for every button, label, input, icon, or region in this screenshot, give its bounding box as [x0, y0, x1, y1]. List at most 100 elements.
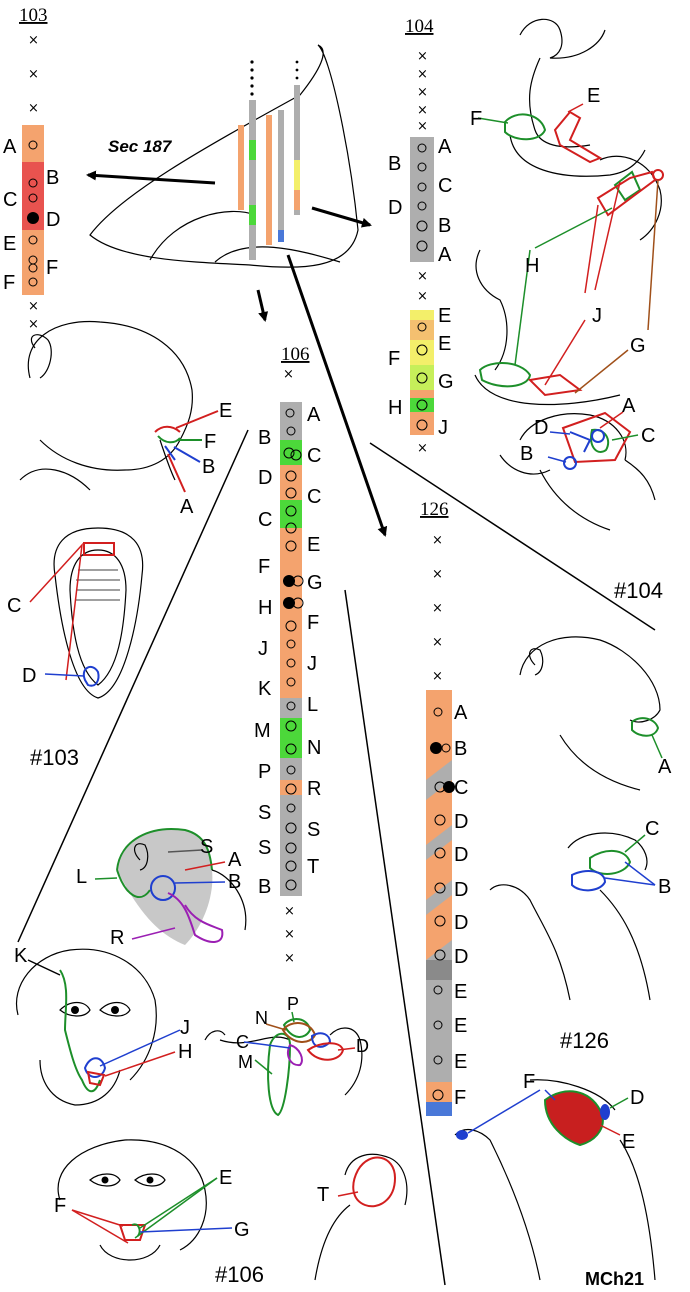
case-126: #126: [560, 1028, 609, 1053]
pen104-right-4: E: [438, 305, 451, 327]
mini-track-1: [238, 125, 244, 210]
f104-top-1: F: [470, 108, 482, 130]
f106-side-3: L: [76, 866, 87, 888]
svg-text:×: ×: [417, 441, 428, 456]
svg-text:×: ×: [432, 601, 443, 616]
f104-mid-2: G: [630, 335, 646, 357]
f103-face-0: E: [219, 400, 232, 422]
svg-text:×: ×: [28, 317, 39, 332]
figure-126-face3: F D E: [454, 1071, 656, 1281]
svg-text:×: ×: [417, 67, 428, 82]
figure-126-face2: C B: [489, 818, 671, 1001]
figure-104-top: E F: [470, 18, 646, 177]
pen104-right-0: A: [438, 136, 452, 158]
f106-arm-2: C: [236, 1032, 249, 1052]
pen106-left-6: K: [258, 678, 272, 700]
penetration-126: 126 × × × × × A B C D D D D D E: [420, 499, 468, 1116]
pen-label-104: 104: [405, 16, 434, 37]
f106-side-4: R: [110, 927, 124, 949]
pen106-right-3: E: [307, 534, 320, 556]
pen106-left-9: S: [258, 802, 271, 824]
f106-arm-3: M: [238, 1052, 253, 1072]
pen106-left-3: F: [258, 556, 270, 578]
f104-face-1: D: [534, 417, 548, 439]
figure-106-front2: E F G: [54, 1139, 250, 1261]
pen104-right-1: C: [438, 175, 452, 197]
pen-label-126: 126: [420, 499, 449, 520]
f103-mouth-0: C: [7, 595, 21, 617]
mini-track-3: [266, 115, 272, 245]
pen106-left-2: C: [258, 509, 272, 531]
mini-track-5: [294, 85, 300, 215]
pen-label-106: 106: [281, 344, 310, 365]
figure-106-side: S A B L R: [76, 828, 247, 949]
pen-label-103: 103: [19, 5, 48, 26]
svg-text:×: ×: [417, 85, 428, 100]
f126-face3-2: E: [622, 1131, 635, 1153]
track-104-gray: [410, 137, 434, 262]
f104-top-0: E: [587, 85, 600, 107]
pen106-left-10: S: [258, 837, 271, 859]
f106-front-2: H: [178, 1041, 192, 1063]
figure-126-face1: A: [519, 636, 672, 791]
pen126-right-10: E: [454, 1051, 467, 1073]
pen126-right-5: D: [454, 879, 468, 901]
pen106-left-4: H: [258, 597, 272, 619]
figure-106-front: K J H: [14, 945, 192, 1106]
pen104-left-1: D: [388, 197, 402, 219]
f126-face1-0: A: [658, 756, 672, 778]
pen106-right-9: R: [307, 778, 321, 800]
pen103-right-1: D: [46, 209, 60, 231]
svg-text:×: ×: [284, 951, 295, 966]
brain-dots: [250, 60, 299, 96]
svg-text:×: ×: [417, 49, 428, 64]
svg-text:×: ×: [417, 119, 428, 134]
pen106-right-0: A: [307, 404, 321, 426]
pen106-right-7: L: [307, 694, 318, 716]
brand-label: MCh21: [585, 1269, 644, 1289]
figure-106-head: T: [314, 1153, 408, 1281]
f106-front2-2: G: [234, 1219, 250, 1241]
figure-106-arm: N P C M D: [204, 994, 369, 1117]
pen103-left-2: E: [3, 233, 16, 255]
pen106-left-8: P: [258, 761, 271, 783]
f103-mouth-1: D: [22, 665, 36, 687]
f106-arm-0: N: [255, 1008, 268, 1028]
pen103-left-1: C: [3, 189, 17, 211]
pen104-left-3: H: [388, 397, 402, 419]
svg-text:×: ×: [432, 669, 443, 684]
figure-104-mid: H J G: [474, 155, 664, 406]
pen104-left-2: F: [388, 348, 400, 370]
pen126-right-11: F: [454, 1087, 466, 1109]
svg-text:×: ×: [284, 904, 295, 919]
f106-side-2: B: [228, 871, 241, 893]
svg-text:×: ×: [283, 367, 294, 382]
f103-face-1: F: [204, 431, 216, 453]
pen126-right-4: D: [454, 844, 468, 866]
pen104-right-3: A: [438, 244, 452, 266]
pen106-left-7: M: [254, 720, 271, 742]
penetration-103: 103 × × × × × A C E F B D F: [3, 5, 60, 332]
pen106-right-10: S: [307, 819, 320, 841]
pen106-right-4: G: [307, 572, 323, 594]
f106-front-0: K: [14, 945, 28, 967]
pen126-right-0: A: [454, 702, 468, 724]
arrows: [86, 170, 388, 537]
pen106-right-1: C: [307, 445, 321, 467]
pen103-right-0: B: [46, 167, 59, 189]
section-label: Sec 187: [108, 137, 173, 156]
svg-text:×: ×: [28, 299, 39, 314]
svg-text:×: ×: [28, 33, 39, 48]
figure-103-face: E F B A: [19, 320, 232, 518]
f106-front-1: J: [180, 1017, 190, 1039]
pen104-right-6: G: [438, 371, 454, 393]
f104-face-2: B: [520, 443, 533, 465]
pen126-right-2: C: [454, 777, 468, 799]
pen126-right-6: D: [454, 912, 468, 934]
f126-face2-0: C: [645, 818, 659, 840]
pen106-right-11: T: [307, 856, 319, 878]
case-104: #104: [614, 578, 663, 603]
pen106-left-11: B: [258, 876, 271, 898]
f106-side-0: S: [200, 836, 213, 858]
f106-arm-1: P: [287, 994, 299, 1014]
